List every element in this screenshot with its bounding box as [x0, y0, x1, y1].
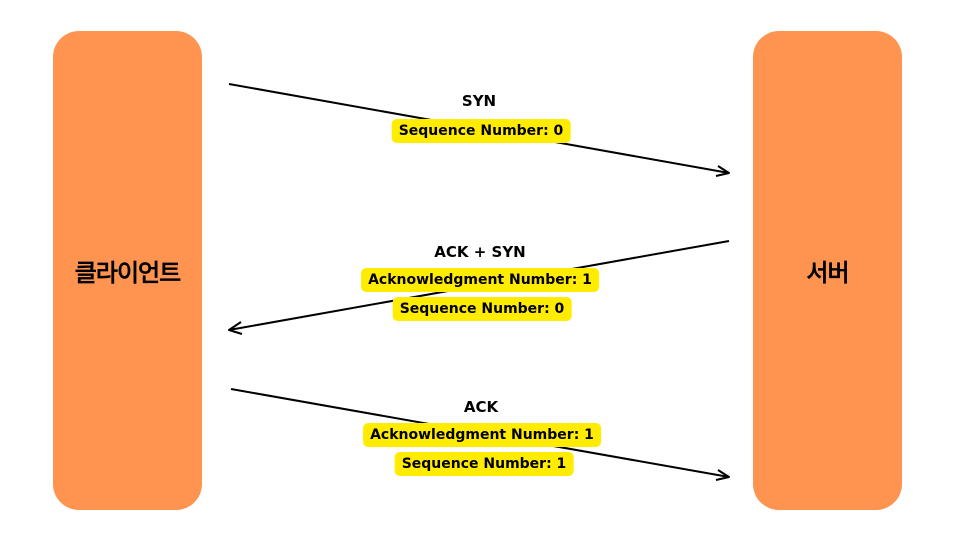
server-label: 서버: [806, 259, 849, 287]
ack-syn-title: ACK + SYN: [434, 243, 526, 261]
server-node: 서버: [753, 31, 902, 510]
client-label: 클라이언트: [74, 259, 181, 287]
client-node: 클라이언트: [53, 31, 202, 510]
ack-arrowhead: [715, 469, 730, 481]
ack-title: ACK: [463, 398, 499, 416]
ack-sequence-number: Sequence Number: 1: [394, 452, 574, 476]
syn-arrowhead: [715, 165, 730, 177]
ack-syn-sequence-number: Sequence Number: 0: [392, 297, 572, 321]
ack-acknowledgment-number: Acknowledgment Number: 1: [363, 423, 601, 447]
syn-title: SYN: [461, 92, 497, 110]
ack-syn-acknowledgment-number: Acknowledgment Number: 1: [361, 268, 599, 292]
ack-syn-arrowhead: [228, 321, 243, 335]
syn-sequence-number: Sequence Number: 0: [391, 119, 571, 143]
